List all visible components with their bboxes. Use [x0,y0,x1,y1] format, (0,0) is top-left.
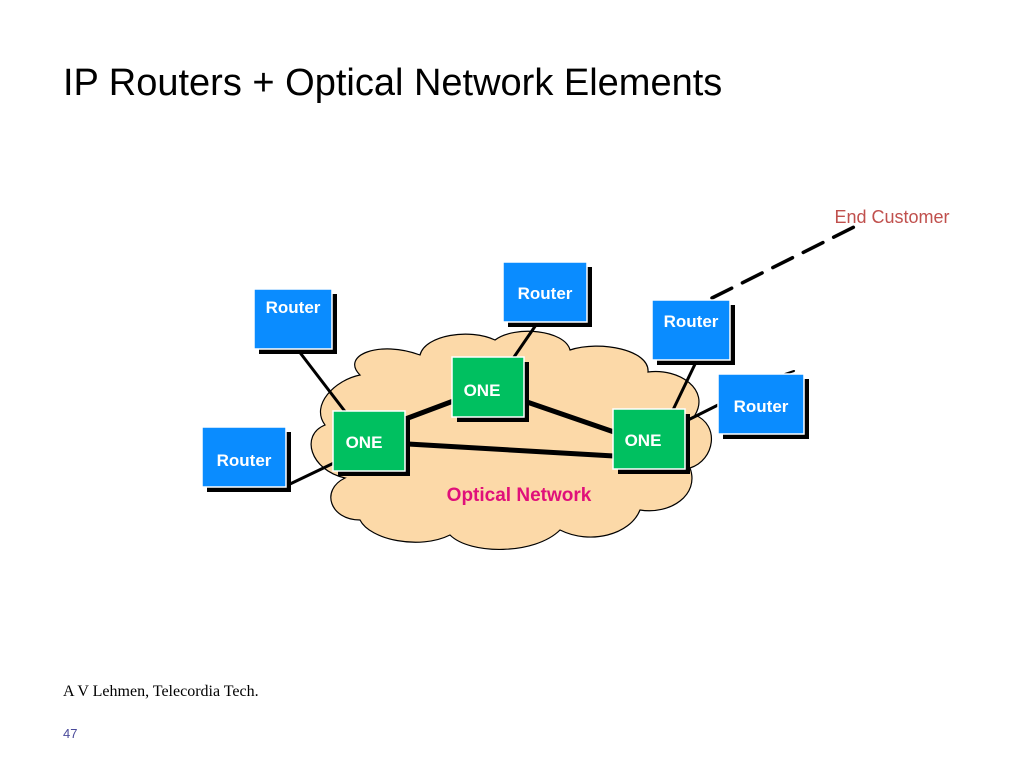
router-label: Router [518,284,573,303]
slide-credit: A V Lehmen, Telecordia Tech. [63,683,259,700]
optical-network-cloud: Optical Network [310,330,712,550]
end-customer-label: End Customer [834,207,949,227]
links [288,222,862,486]
router-label: Router [217,451,272,470]
link-router-top-left-one-left [296,348,352,420]
router-label: Router [664,312,719,331]
one-box [332,410,406,472]
router-box [651,299,731,361]
link-end-customer-dashed [710,222,862,300]
router-right: Router [717,373,809,439]
cloud-label: Optical Network [447,485,592,506]
router-label: Router [734,397,789,416]
link-router-left-one-left [288,460,338,486]
one-left: ONE [332,410,410,476]
one-label: ONE [464,381,501,400]
router-box [253,288,333,350]
router-top-center: Router [502,261,592,327]
link-one-left-one-top [405,397,459,421]
link-router-top-center-one-top [510,320,540,362]
link-router-right-one-right [686,401,724,422]
one-label: ONE [625,431,662,450]
one-label: ONE [346,433,383,452]
link-router-top-right-one-right [670,358,699,414]
one-box [451,356,525,418]
cloud-shape [310,330,712,550]
router-box [201,426,287,488]
one-top: ONE [451,356,529,422]
link-one-left-one-right [405,441,617,459]
router-top-right: Router [651,299,735,365]
page-number: 47 [63,726,78,741]
router-label: Router [266,298,321,317]
router-left: Router [201,426,291,492]
link-one-top-one-right [524,399,617,435]
router-top-left: Router [253,288,337,354]
slide-title: IP Routers + Optical Network Elements [63,62,723,104]
one-right: ONE [612,408,690,474]
router-box [502,261,588,323]
router-box [717,373,805,435]
one-box [612,408,686,470]
